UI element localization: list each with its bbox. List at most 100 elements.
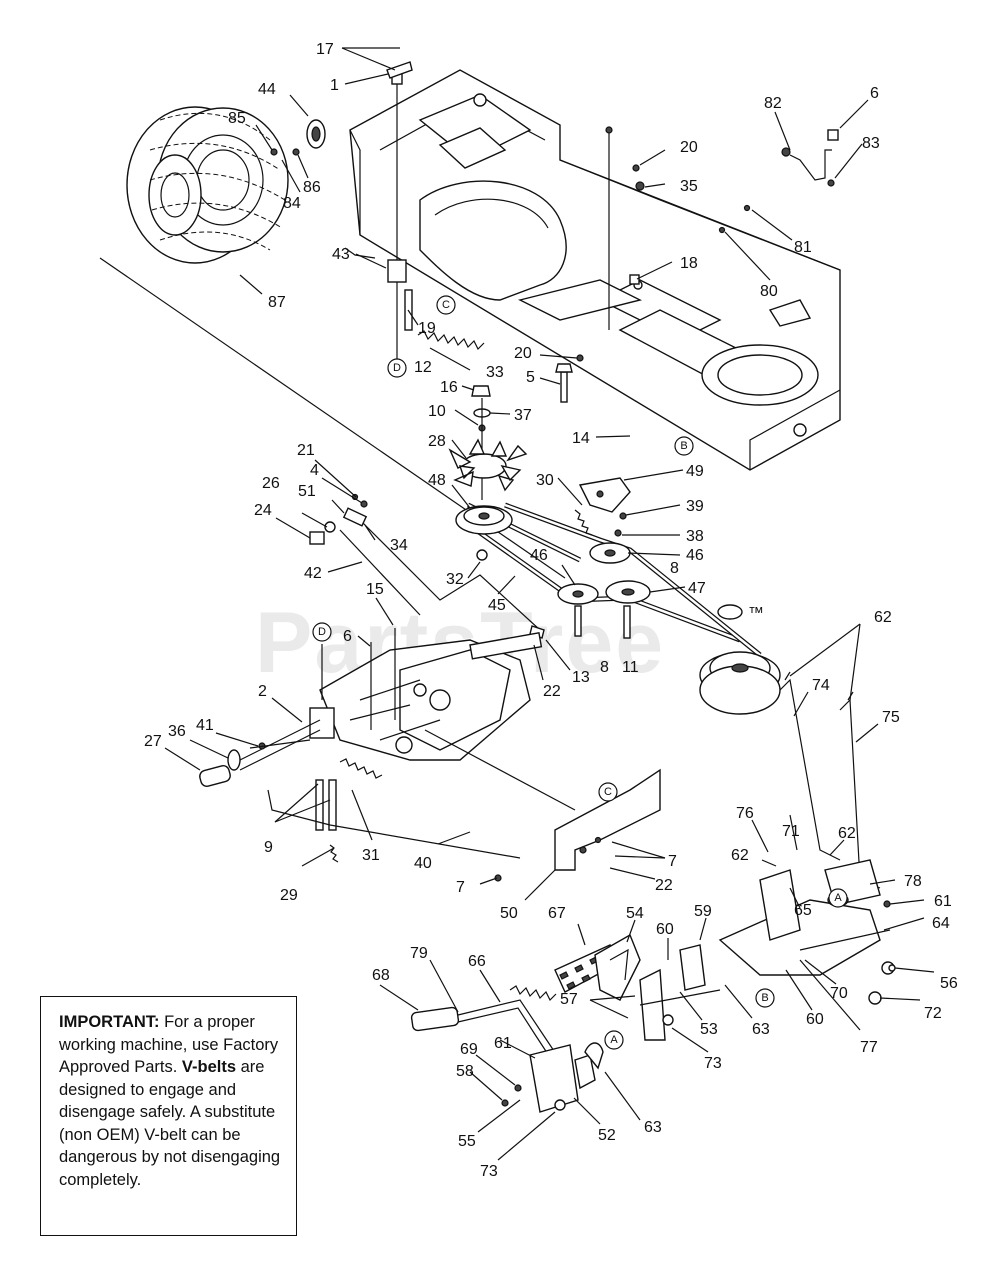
spring-30 [574,509,593,536]
ref-circle-a-right: A [828,888,848,908]
callout-85: 85 [228,110,246,127]
callout-71: 71 [782,823,800,840]
watermark-tm: ™ [748,605,764,622]
callout-70: 70 [830,985,848,1002]
callout-33: 33 [486,364,504,381]
callout-9: 9 [264,839,273,856]
callout-37: 37 [514,407,532,424]
callout-50: 50 [500,905,518,922]
callout-6a: 6 [343,628,352,645]
callout-68: 68 [372,967,390,984]
callout-63a: 63 [752,1021,770,1038]
idler-pulley-46b [557,583,599,605]
pulley-47 [605,580,651,604]
callout-38: 38 [686,528,704,545]
callout-81: 81 [794,239,812,256]
hand-lever-68 [410,999,561,1066]
bracket-50 [494,768,661,882]
svg-text:C: C [442,299,450,311]
callout-15: 15 [366,581,384,598]
callout-13: 13 [572,669,590,686]
bolt-9b [328,779,337,831]
callout-21: 21 [297,442,315,459]
callout-27: 27 [144,733,162,750]
control-rods [779,671,881,889]
ref-circle-b-top: B [674,436,694,456]
leader-lines [164,47,935,1161]
notice-line2: are designed to engage and disengage saf… [59,1058,281,1189]
nut-20a [632,164,640,172]
bolt-8b [574,605,582,637]
callout-16: 16 [440,379,458,396]
important-notice-box: IMPORTANT: For a proper working machine,… [40,996,297,1236]
callout-57: 57 [560,991,578,1008]
callout-49: 49 [686,463,704,480]
callout-78: 78 [904,873,922,890]
callout-48: 48 [428,472,446,489]
callout-47: 47 [688,580,706,597]
hardware-top-right [718,129,839,234]
ref-circle-c-mid: C [598,782,618,802]
callout-62a: 62 [874,609,892,626]
callout-18: 18 [680,255,698,272]
washer-85 [270,148,278,156]
nut-39 [619,512,627,520]
notice-important: IMPORTANT: [59,1013,160,1031]
callout-62b: 62 [838,825,856,842]
callout-7b: 7 [668,853,677,870]
washer-38 [614,529,622,537]
callout-12: 12 [414,359,432,376]
bolt-5 [555,363,573,403]
callout-4: 4 [310,462,319,479]
hub-bearing-44 [306,119,326,149]
callout-82: 82 [764,95,782,112]
transmission [239,632,543,771]
rod-40 [267,789,521,863]
callout-44: 44 [258,81,276,98]
callout-46a: 46 [686,547,704,564]
pedal-bracket-assembly [718,859,896,1005]
rear-wheel [126,106,289,264]
callout-32: 32 [446,571,464,588]
clip-18 [629,274,640,285]
callout-31: 31 [362,847,380,864]
callout-62c: 62 [731,847,749,864]
pulley-48 [455,505,513,535]
callout-26: 26 [262,475,280,492]
callout-34: 34 [390,537,408,554]
axle-parts [199,739,311,787]
callout-8b: 8 [600,659,609,676]
callout-17: 17 [316,41,334,58]
callout-66: 66 [468,953,486,970]
svg-text:C: C [604,786,612,798]
idler-bracket-49 [578,477,631,513]
callout-35: 35 [680,178,698,195]
rod-brace [424,729,576,811]
callout-20b: 20 [514,345,532,362]
callout-24: 24 [254,502,272,519]
lever-53 [639,944,721,1041]
callout-77: 77 [860,1039,878,1056]
hardware-16-10-37 [471,385,491,500]
nut-20b [576,354,584,362]
svg-text:B: B [680,440,687,452]
svg-text:B: B [761,992,768,1004]
callout-46b: 46 [530,547,548,564]
callout-58: 58 [456,1063,474,1080]
callout-61b: 61 [494,1035,512,1052]
belt-guard [419,180,567,301]
bracket-52 [501,1042,604,1113]
callout-86: 86 [303,179,321,196]
callout-19: 19 [418,320,436,337]
shift-linkage [309,493,545,639]
engine-pulley [699,604,781,715]
callout-72: 72 [924,1005,942,1022]
callout-67: 67 [548,905,566,922]
clip-86 [292,148,300,156]
callout-42: 42 [304,565,322,582]
callout-6b: 6 [870,85,879,102]
callout-59: 59 [694,903,712,920]
callout-41: 41 [196,717,214,734]
svg-text:D: D [318,626,326,638]
